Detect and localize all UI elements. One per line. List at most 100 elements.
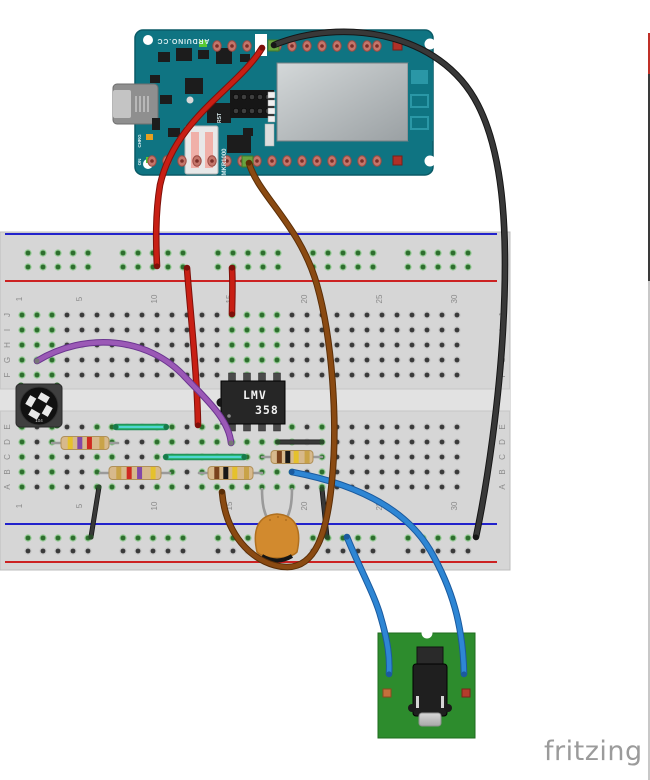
audio-jack-body[interactable] — [408, 646, 452, 727]
wire-end — [246, 160, 252, 166]
antenna-trace — [411, 70, 428, 84]
wire-end — [319, 486, 325, 492]
wire-blue-rail-to-jack[interactable] — [343, 533, 393, 678]
jumper-green-row-e[interactable] — [112, 423, 170, 431]
wire-end — [473, 534, 479, 540]
window-edge-sliver — [648, 33, 650, 780]
column-number: 20 — [300, 501, 309, 510]
wire-end — [195, 422, 201, 428]
row-letter: A — [3, 484, 12, 490]
chrg-label: CHRG — [137, 134, 142, 148]
row-letter: E — [498, 424, 507, 429]
wifi-module-shield — [276, 62, 433, 142]
on-label: ON — [137, 159, 142, 166]
resistor-100k-row-c[interactable] — [260, 450, 324, 464]
column-number: 1 — [15, 503, 24, 508]
resistor-100k-row-b[interactable] — [197, 466, 264, 480]
ceramic-capacitor[interactable] — [254, 487, 300, 563]
column-number: 5 — [75, 296, 84, 301]
edge-notch — [424, 38, 436, 50]
wire-black-arduino-to-bottom-rail[interactable] — [270, 28, 509, 541]
wire-end — [461, 671, 467, 677]
capacitor-body[interactable] — [254, 513, 300, 559]
micro-usb-port[interactable] — [112, 83, 159, 125]
resistor-band-black — [285, 451, 291, 463]
wire-end — [96, 484, 102, 490]
resistor-band-yellow — [150, 467, 156, 479]
resistor-band-gold — [116, 467, 122, 479]
wire-end — [88, 534, 94, 540]
resistor-band-yellow — [232, 467, 238, 479]
edge-notch — [424, 155, 436, 167]
mounting-hole — [143, 35, 153, 45]
wire-end — [386, 671, 392, 677]
row-letter: A — [498, 484, 507, 490]
wire-red-rail-to-row-e[interactable] — [183, 264, 202, 429]
column-number: 30 — [450, 501, 459, 510]
trimmer-potentiometer[interactable]: 104 — [15, 382, 63, 429]
dip-switch-blocks — [267, 91, 276, 123]
wire-end — [229, 265, 235, 271]
column-number: 5 — [75, 503, 84, 508]
column-number: 10 — [150, 294, 159, 303]
jumper-black-row-a-to-rail-left[interactable] — [88, 484, 102, 540]
resistor-band-gold — [99, 437, 105, 449]
column-number: 1 — [15, 296, 24, 301]
row-letter: H — [3, 342, 12, 348]
column-number: 10 — [150, 501, 159, 510]
gnd-pin-pad[interactable] — [392, 155, 403, 166]
resistor-4k7-row-d[interactable] — [50, 436, 120, 450]
wire-brown-arduino-to-row-a[interactable] — [218, 159, 338, 571]
row-letter: G — [3, 357, 12, 363]
wire-purple-row-g-to-row-d[interactable] — [33, 338, 235, 447]
resistor-band-black — [223, 467, 229, 479]
arduino-pin-headers[interactable] — [147, 34, 403, 168]
potentiometer-marking: 104 — [35, 418, 43, 423]
arduino-mkr1000[interactable]: ARDUINO.CC MKR1000 RST CHRG ON — [112, 29, 436, 176]
wire-end — [34, 358, 40, 364]
resistor-band-gold — [244, 467, 249, 479]
row-letter: B — [3, 469, 12, 474]
solder-pad-left — [382, 688, 392, 698]
row-letter: D — [3, 439, 12, 445]
wire-end — [324, 534, 330, 540]
audio-jack-breakout[interactable] — [377, 627, 476, 739]
wire-end — [229, 311, 235, 317]
row-letter: F — [3, 372, 12, 377]
wire-red-arduino-to-top-rail[interactable] — [152, 44, 266, 270]
rst-label: RST — [217, 113, 223, 123]
jumper-black-row-d[interactable] — [275, 439, 325, 445]
ic-label-line2: 358 — [255, 403, 279, 417]
wire-blue-row-b-to-jack[interactable] — [288, 468, 468, 678]
solder-pad-right — [461, 688, 471, 698]
resistor-band-yellow — [67, 437, 73, 449]
ic-label-line1: LMV — [243, 388, 267, 402]
row-letter: D — [498, 439, 507, 445]
wire-end — [259, 45, 265, 51]
lmv358-ic[interactable]: LMV 358 — [216, 372, 286, 432]
wire-end — [228, 440, 234, 446]
wire-end — [184, 265, 190, 271]
row-letter: C — [3, 454, 12, 460]
column-number: 25 — [375, 294, 384, 303]
builtin-led — [199, 40, 207, 47]
resistor-4k7-row-b[interactable] — [98, 466, 172, 480]
arduino-brand-text: ARDUINO.CC — [157, 37, 210, 44]
wire-end — [271, 42, 277, 48]
fritzing-watermark: fritzing — [544, 736, 643, 767]
jumper-green-row-c[interactable] — [162, 453, 248, 461]
wire-end — [154, 263, 160, 269]
wire-red-rail-to-row-j[interactable] — [228, 264, 236, 318]
wire-end — [275, 439, 281, 445]
row-letter: J — [3, 313, 12, 317]
resistor-band-gold — [304, 451, 310, 463]
row-letter: B — [498, 469, 507, 474]
resistor-band-yellow — [293, 451, 299, 463]
resistor-band-red — [86, 437, 92, 449]
battery-connector[interactable] — [184, 125, 219, 175]
resistor-band-brown — [214, 467, 220, 479]
resistor-band-violet — [77, 437, 83, 449]
wire-end — [289, 469, 295, 475]
resistor-band-brown — [276, 451, 282, 463]
